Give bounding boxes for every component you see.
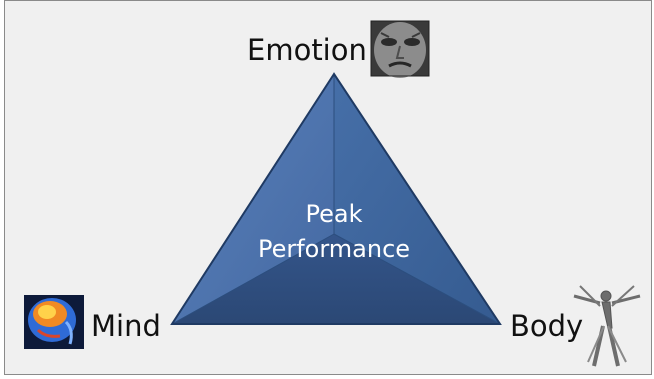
- pyramid-bottom-face: [172, 234, 500, 324]
- body-label: Body: [510, 309, 584, 343]
- emotion-label: Emotion: [247, 33, 367, 67]
- pyramid-outline: [170, 72, 502, 325]
- pyramid-edge: [333, 233, 501, 325]
- center-label-line1: Peak: [305, 200, 363, 228]
- human-figure-icon: [573, 285, 641, 367]
- face-photo-icon: [370, 20, 430, 78]
- mind-label: Mind: [91, 309, 161, 343]
- center-label-line2: Performance: [257, 235, 411, 263]
- pyramid-edge: [171, 233, 335, 325]
- brain-scan-icon: [24, 295, 84, 349]
- center-label: Peak Performance: [214, 197, 454, 267]
